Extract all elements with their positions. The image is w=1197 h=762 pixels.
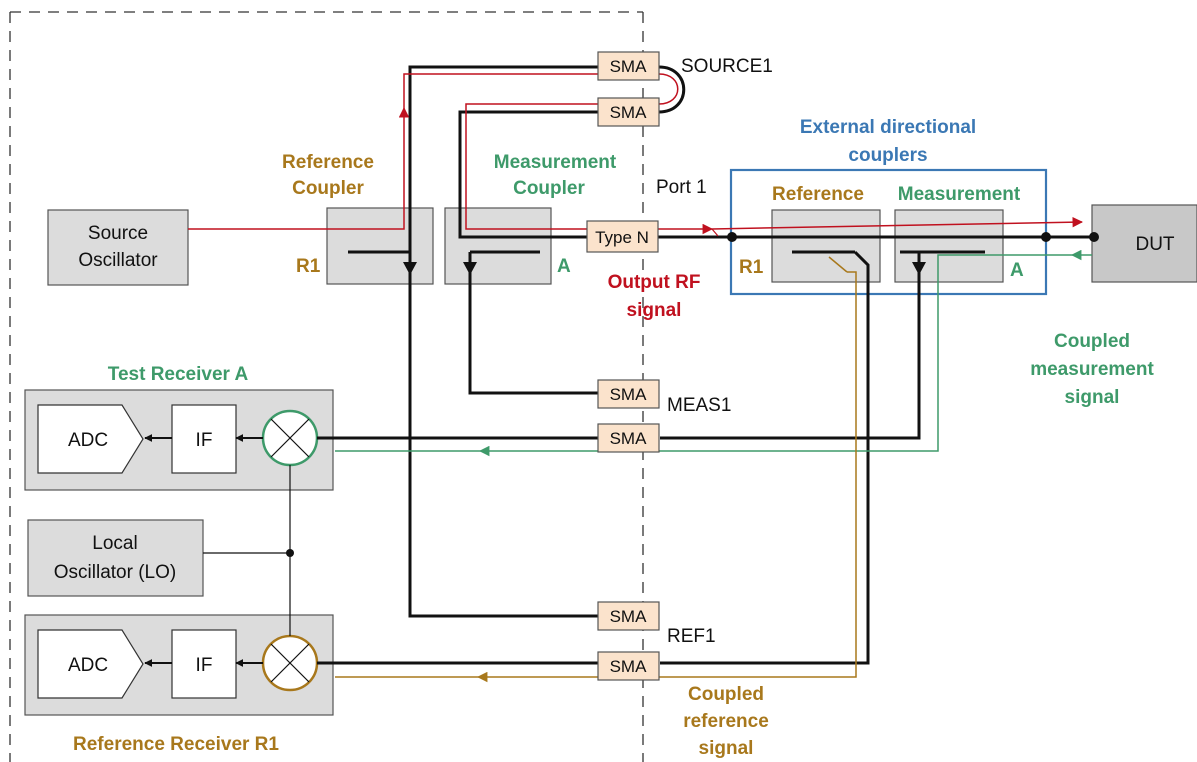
adc-block-ref bbox=[37, 629, 144, 699]
adc-label-test: ADC bbox=[68, 430, 108, 451]
sma-label-return: SMA bbox=[610, 103, 648, 122]
external-couplers-title-2: couplers bbox=[848, 145, 927, 166]
coupled-reference-label-2: reference bbox=[683, 711, 769, 732]
connector-meas1-sma: SMA bbox=[597, 379, 660, 409]
external-reference-coupler bbox=[771, 209, 881, 283]
local-oscillator-label-2: Oscillator (LO) bbox=[54, 562, 176, 583]
connector-test-sma: SMA bbox=[597, 423, 660, 453]
coupled-measurement-label-3: signal bbox=[1065, 387, 1120, 408]
external-a-label: A bbox=[1010, 260, 1024, 281]
test-receiver-title: Test Receiver A bbox=[108, 364, 249, 385]
measurement-coupler-block bbox=[444, 207, 552, 285]
dut-block: DUT bbox=[1091, 204, 1197, 283]
external-reference-label: Reference bbox=[772, 184, 864, 205]
dut-label: DUT bbox=[1135, 234, 1174, 255]
local-oscillator-block: Local Oscillator (LO) bbox=[27, 519, 204, 597]
source-oscillator-label-2: Oscillator bbox=[78, 250, 158, 271]
external-couplers bbox=[729, 168, 1048, 296]
coupler-arrows bbox=[403, 262, 926, 275]
connector-type-n: Type N bbox=[586, 220, 659, 253]
connector-ref1-sma: SMA bbox=[597, 601, 660, 631]
reference-receiver-title: Reference Receiver R1 bbox=[73, 734, 279, 755]
source-oscillator-label-1: Source bbox=[88, 223, 148, 244]
sma-label-ref: SMA bbox=[610, 657, 648, 676]
external-measurement-label: Measurement bbox=[898, 184, 1021, 205]
output-rf-label-1: Output RF bbox=[608, 272, 701, 293]
connector-ref-sma: SMA bbox=[597, 651, 660, 681]
if-label-test: IF bbox=[196, 430, 213, 451]
lo-distribution bbox=[203, 465, 294, 636]
ref1-label: REF1 bbox=[667, 626, 716, 647]
sma-label-ref1: SMA bbox=[610, 607, 648, 626]
green-coupled-measurement-signal bbox=[335, 249, 1092, 457]
sma-label-meas1: SMA bbox=[610, 385, 648, 404]
port1-label: Port 1 bbox=[656, 177, 707, 198]
reference-coupler-block bbox=[326, 207, 434, 285]
instrument-boundary bbox=[9, 11, 644, 762]
sma-label-test: SMA bbox=[610, 429, 648, 448]
source1-label: SOURCE1 bbox=[681, 56, 773, 77]
connector-source1-sma: SMA bbox=[597, 51, 660, 81]
sma-label-source1: SMA bbox=[610, 57, 648, 76]
output-rf-label-2: signal bbox=[627, 300, 682, 321]
reference-coupler-title-1: Reference bbox=[282, 152, 374, 173]
coupled-measurement-label-2: measurement bbox=[1030, 359, 1154, 380]
connector-source1-return-sma: SMA bbox=[597, 97, 660, 127]
test-receiver-a: ADC IF bbox=[24, 389, 334, 491]
coupled-measurement-label-1: Coupled bbox=[1054, 331, 1130, 352]
external-couplers-title-1: External directional bbox=[800, 117, 976, 138]
adc-label-ref: ADC bbox=[68, 655, 108, 676]
type-n-label: Type N bbox=[595, 228, 649, 247]
measurement-coupler-title-2: Coupler bbox=[513, 178, 585, 199]
reference-coupler-title-2: Coupler bbox=[292, 178, 364, 199]
junction-dots bbox=[727, 232, 1099, 242]
reference-receiver-r1: ADC IF bbox=[24, 614, 334, 716]
source-oscillator-block: Source Oscillator bbox=[47, 209, 189, 286]
if-label-ref: IF bbox=[196, 655, 213, 676]
meas1-label: MEAS1 bbox=[667, 395, 731, 416]
measurement-coupler-title-1: Measurement bbox=[494, 152, 617, 173]
r1-port-label: R1 bbox=[296, 256, 321, 277]
local-oscillator-label-1: Local bbox=[92, 533, 137, 554]
gold-coupled-reference-signal bbox=[335, 256, 857, 683]
black-signal-paths bbox=[317, 65, 1094, 665]
external-r1-label: R1 bbox=[739, 257, 764, 278]
external-measurement-coupler bbox=[894, 209, 1004, 283]
if-block-test bbox=[171, 404, 237, 474]
coupled-reference-label-3: signal bbox=[699, 738, 754, 759]
adc-block-test bbox=[37, 404, 144, 474]
coupled-reference-label-1: Coupled bbox=[688, 684, 764, 705]
a-port-label: A bbox=[557, 256, 571, 277]
